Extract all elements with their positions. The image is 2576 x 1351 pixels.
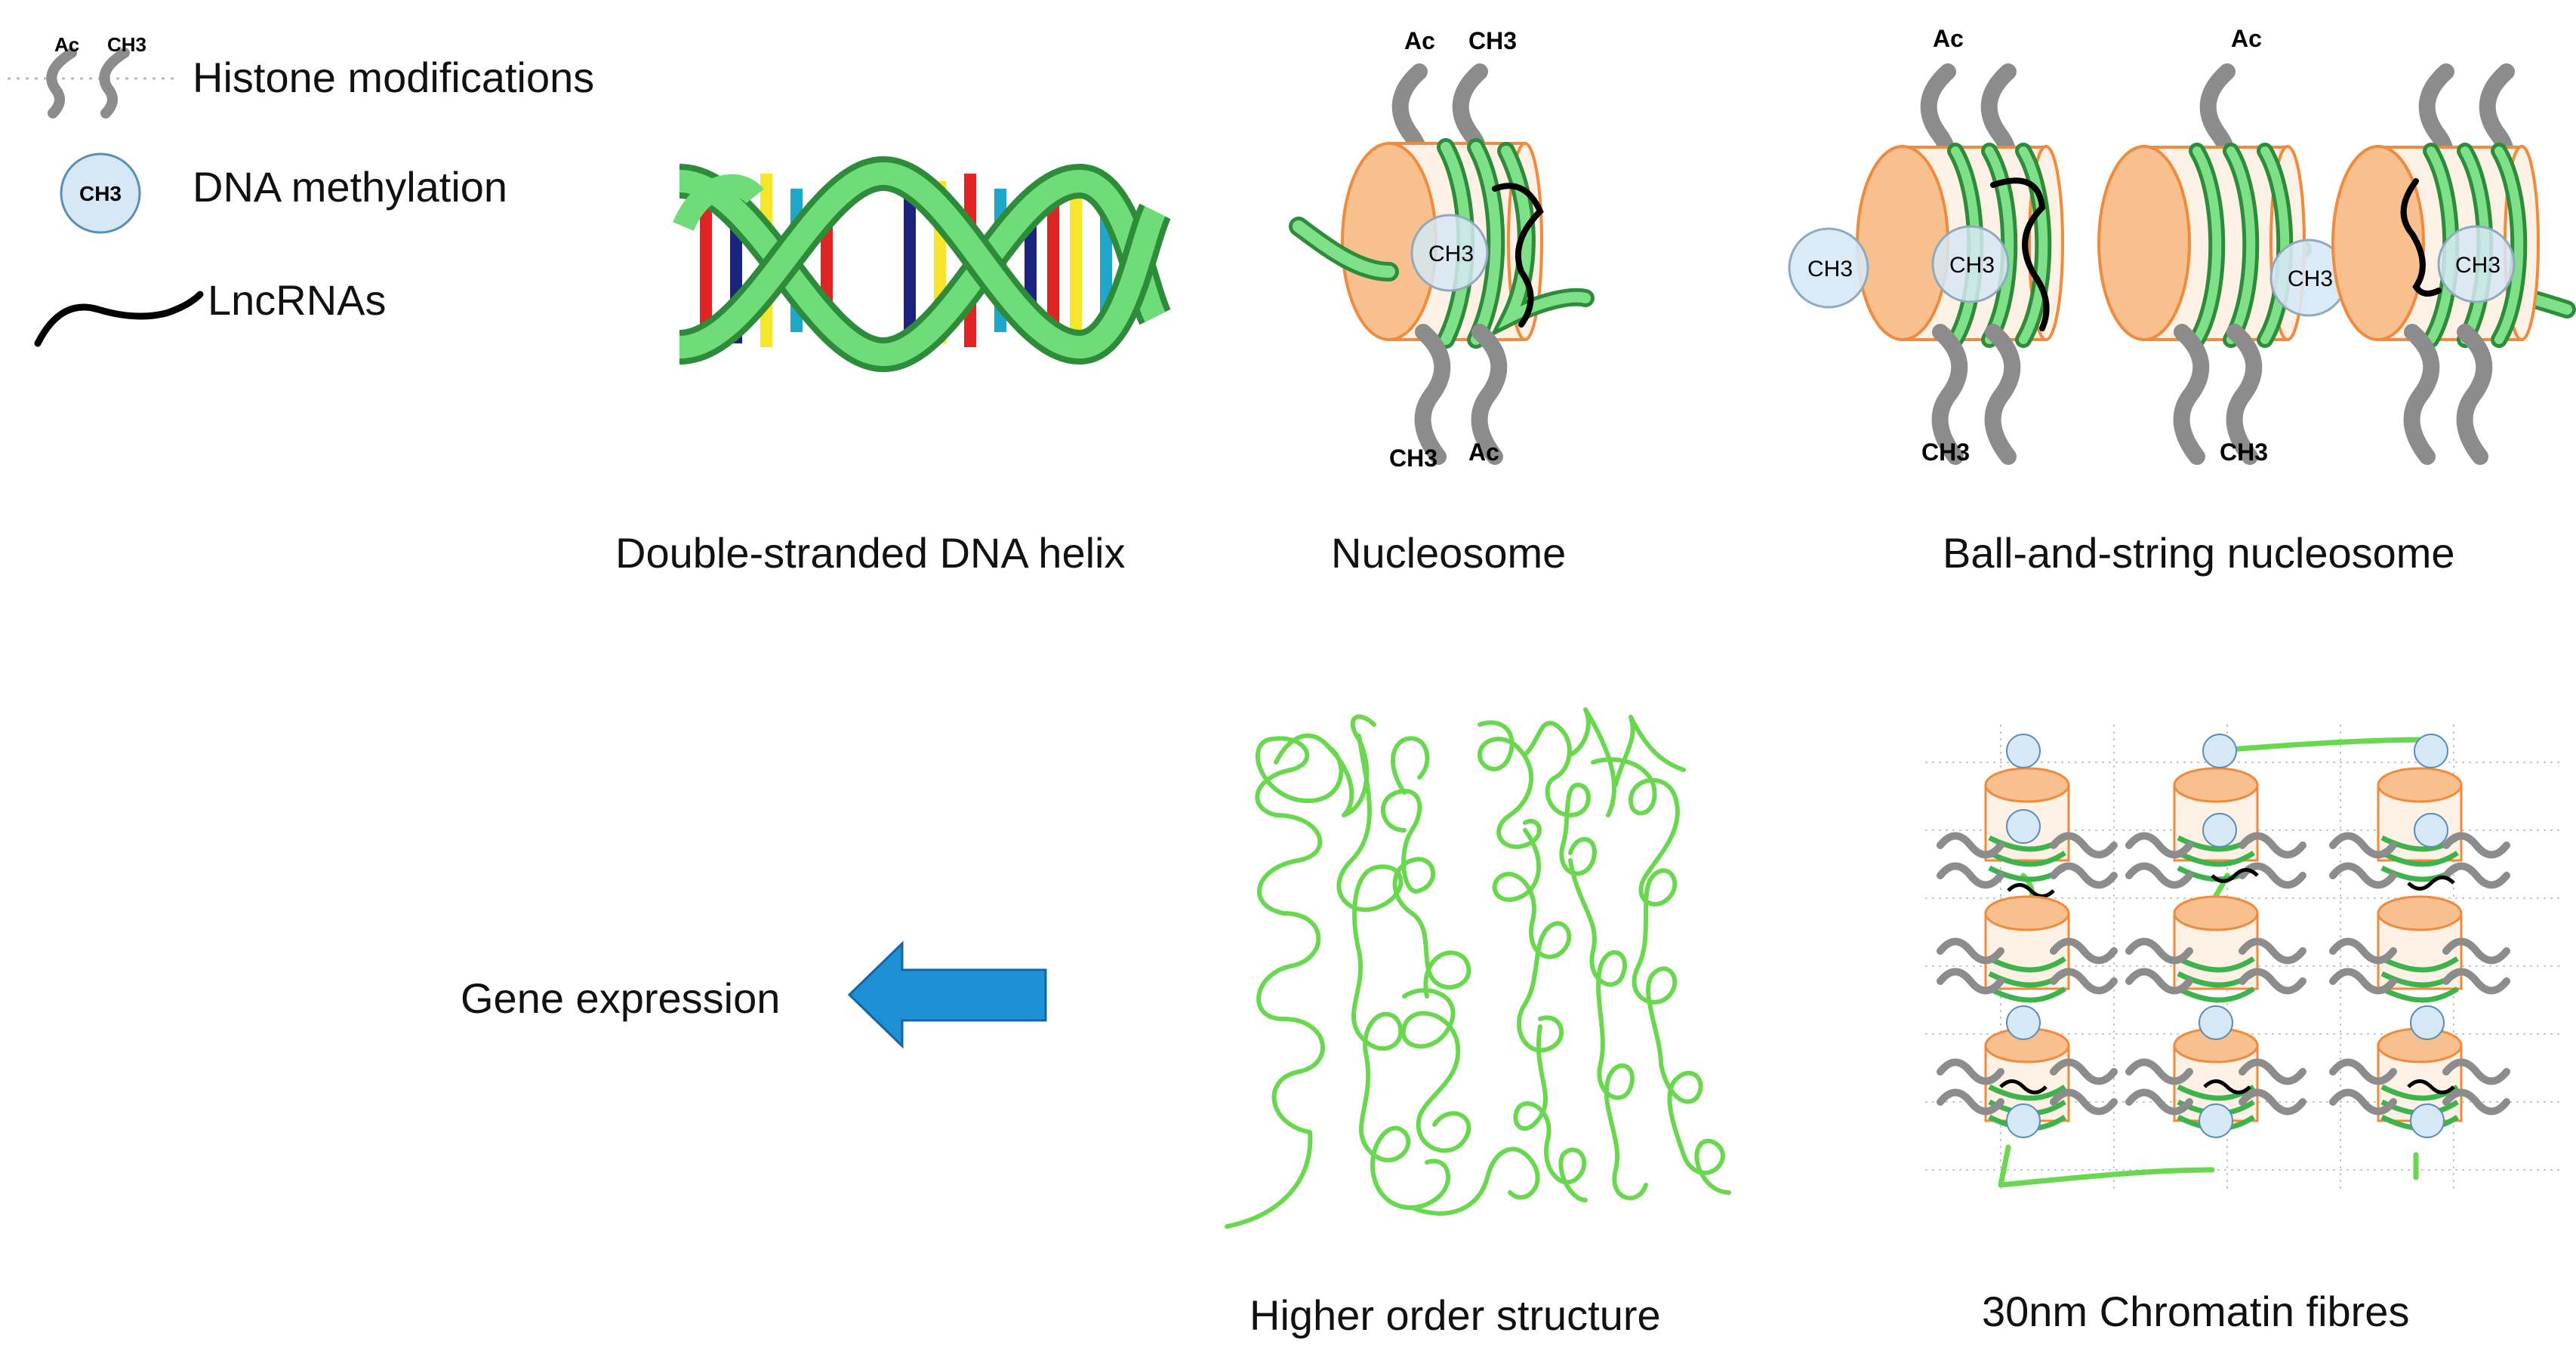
panel-label-ball-string: Ball-and-string nucleosome bbox=[1943, 529, 2455, 577]
legend-methylation-label: DNA methylation bbox=[193, 163, 508, 211]
nucleosome-bottom-ch3: CH3 bbox=[1389, 445, 1437, 472]
ball-string-1-ac: Ac bbox=[1933, 25, 1964, 52]
lncrna-squiggle-icon bbox=[34, 291, 204, 347]
nucleosome-bottom-ac: Ac bbox=[1468, 439, 1499, 466]
legend-lncrna-label: LncRNAs bbox=[208, 276, 387, 324]
panel-label-dna-helix: Double-stranded DNA helix bbox=[615, 529, 1126, 577]
ball-string-1-methyl-outer: CH3 bbox=[1807, 257, 1853, 282]
panel-label-gene-expression: Gene expression bbox=[461, 974, 781, 1022]
ball-string-1-ch3: CH3 bbox=[1921, 439, 1970, 466]
dna-helix-illustration bbox=[673, 155, 1172, 373]
higher-order-structure-illustration bbox=[1225, 707, 1731, 1229]
ball-string-2-ac: Ac bbox=[2231, 25, 2262, 52]
legend-ac-mark: Ac bbox=[54, 33, 79, 56]
blue-left-arrow-icon bbox=[847, 940, 1047, 1049]
panel-label-nucleosome: Nucleosome bbox=[1331, 529, 1567, 577]
ball-and-string-illustration: Ac CH3 CH3 CH3 Ac bbox=[1788, 25, 2576, 466]
nucleosome-top-ac: Ac bbox=[1404, 27, 1435, 54]
legend-methyl-mark: CH3 bbox=[79, 182, 122, 205]
ball-string-2-ch3: CH3 bbox=[2220, 439, 2268, 466]
chromatin-fibres-illustration bbox=[1925, 725, 2559, 1193]
nucleosome-illustration: Ac CH3 CH3 CH3 Ac bbox=[1289, 27, 1595, 472]
histone-tail-icon: Ac CH3 bbox=[46, 33, 146, 118]
nucleosome-methyl: CH3 bbox=[1428, 242, 1474, 266]
ball-string-1-methyl-inner: CH3 bbox=[1949, 253, 1995, 278]
legend-ch3-mark: CH3 bbox=[107, 33, 146, 56]
legend: Ac CH3 CH3 bbox=[8, 33, 204, 347]
nucleosome-top-ch3: CH3 bbox=[1468, 27, 1517, 54]
ball-string-between-methyl: CH3 bbox=[2288, 266, 2333, 291]
ball-string-3-methyl: CH3 bbox=[2455, 253, 2501, 278]
panel-label-higher-order: Higher order structure bbox=[1249, 1291, 1661, 1339]
panel-label-chromatin-fibres: 30nm Chromatin fibres bbox=[1982, 1288, 2410, 1335]
legend-histone-label: Histone modifications bbox=[193, 54, 595, 101]
methyl-circle-icon: CH3 bbox=[60, 152, 141, 234]
